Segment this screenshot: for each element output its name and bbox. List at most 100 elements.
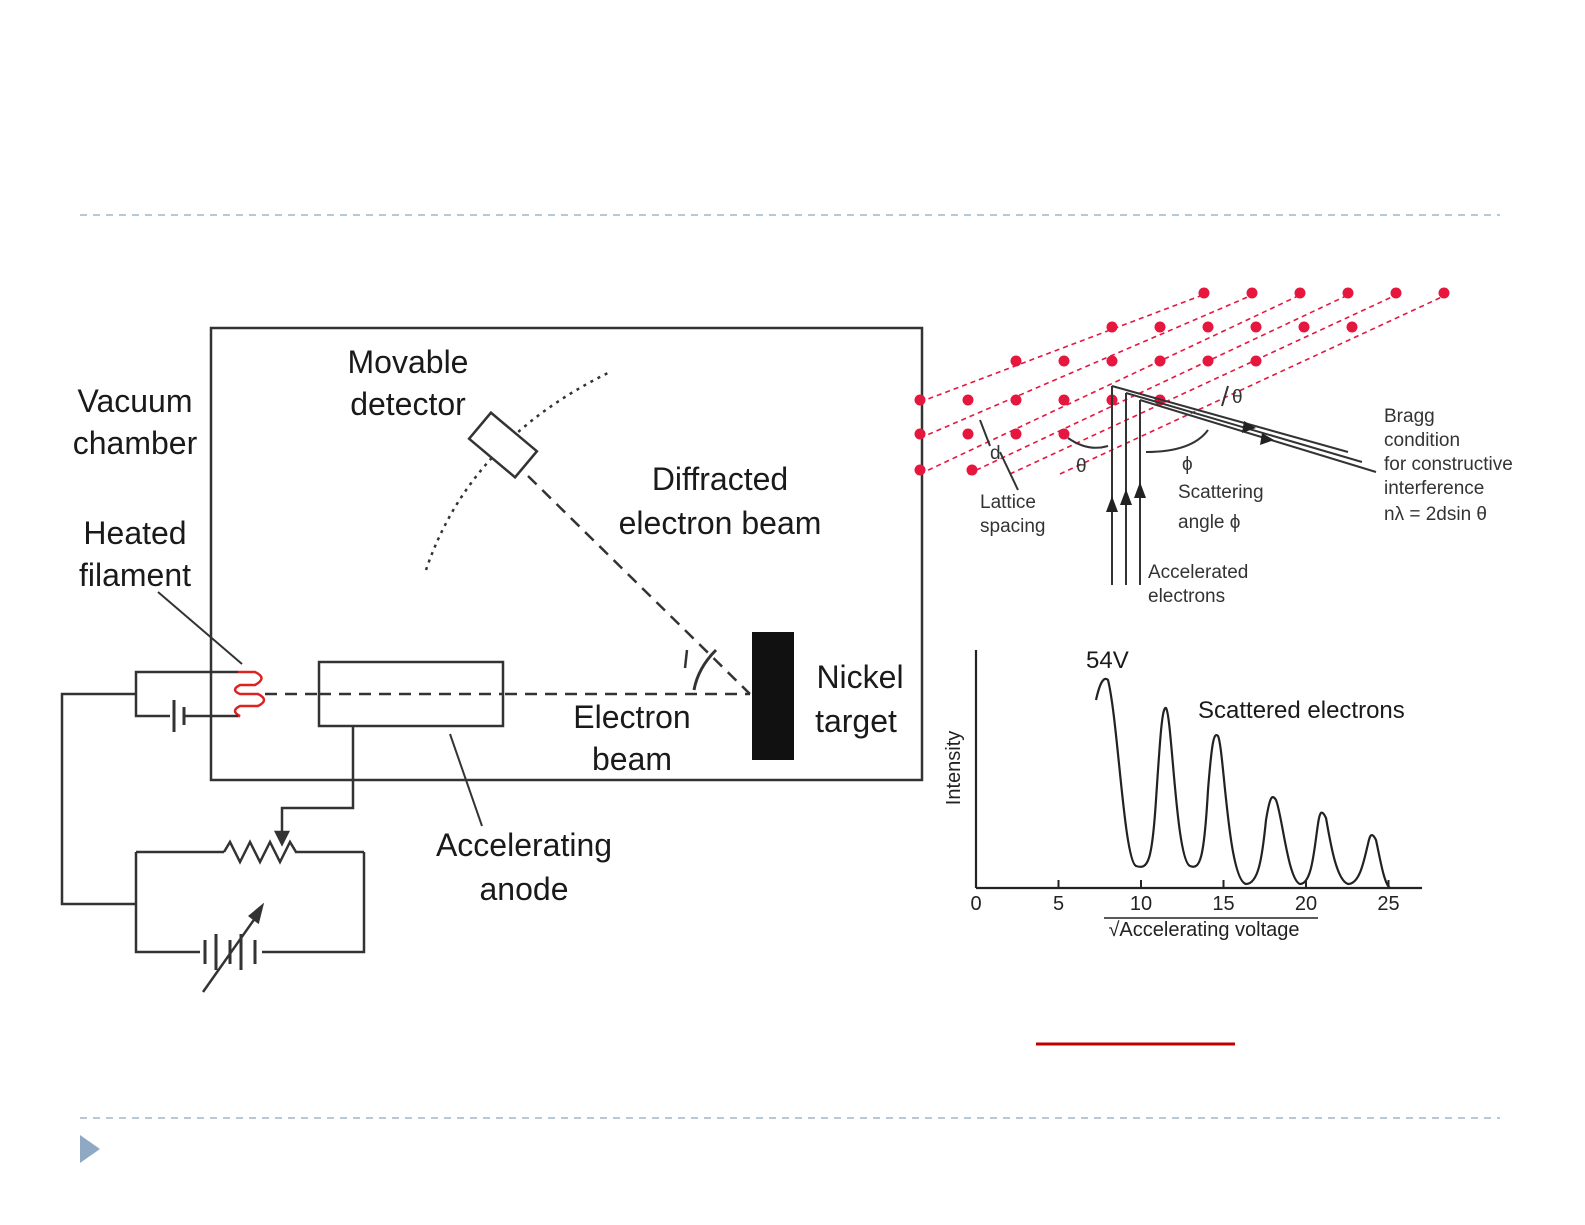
lattice-rows: [919, 295, 1445, 475]
triangle-bullet-icon: [80, 1135, 100, 1163]
lattice-plane-line: [919, 295, 1201, 403]
phi-symbol: ϕ: [1182, 454, 1193, 475]
anode-leader: [449, 733, 483, 827]
peak-label: 54V: [1086, 647, 1129, 674]
lattice-atom: [1250, 355, 1262, 367]
d-symbol: d: [990, 443, 1001, 464]
detector-label-2: detector: [350, 386, 466, 422]
arrowhead-up-1: [1106, 496, 1118, 512]
lattice-atom: [1294, 287, 1306, 299]
x-tick-label: 25: [1377, 893, 1399, 915]
lattice-atom: [1010, 428, 1022, 440]
lattice-atom: [1154, 355, 1166, 367]
lattice-dots: [914, 287, 1450, 476]
intensity-curve: [1094, 677, 1391, 889]
lattice-plane-line: [1059, 295, 1445, 475]
bragg-condition-3: for constructive: [1384, 454, 1513, 475]
lattice-atom: [1010, 394, 1022, 406]
accel-electrons-label-1: Accelerated: [1148, 562, 1248, 583]
lattice-plane-line: [1009, 295, 1395, 475]
lattice-label-1: Lattice: [980, 492, 1036, 513]
electron-beam-label-1: Electron: [573, 699, 690, 735]
bragg-condition-1: Bragg: [1384, 406, 1435, 427]
lattice-atom: [962, 394, 974, 406]
vacuum-chamber-box: [209, 326, 924, 782]
x-tick-label: 20: [1295, 893, 1317, 915]
outer-circuit-wire: [60, 692, 136, 906]
diffracted-beam-line: [527, 475, 751, 695]
lattice-plane-line: [919, 295, 1299, 475]
diffracted-label-2: electron beam: [619, 505, 822, 541]
bragg-condition-2: condition: [1384, 430, 1460, 451]
lattice-atom: [914, 394, 926, 406]
lattice-atom: [1202, 321, 1214, 333]
lattice-atom: [1198, 287, 1210, 299]
lattice-atom: [1346, 321, 1358, 333]
vacuum-chamber-label-2: chamber: [73, 425, 198, 461]
lattice-atom: [914, 464, 926, 476]
lattice-atom: [1106, 355, 1118, 367]
arrowhead-up-3: [1134, 482, 1146, 498]
lattice-atom: [966, 464, 978, 476]
arrowhead-right-1: [1242, 421, 1256, 433]
angle-tick: [683, 649, 689, 669]
lattice-plane-line: [967, 295, 1347, 475]
nickel-target: [752, 632, 794, 760]
lattice-atom: [1390, 287, 1402, 299]
x-axis-label: √Accelerating voltage: [1108, 919, 1299, 941]
lattice-atom: [1298, 321, 1310, 333]
lattice-label-2: spacing: [980, 516, 1046, 537]
lattice-atom: [1154, 321, 1166, 333]
arrowhead-up-2: [1120, 489, 1132, 505]
angle-arc: [692, 648, 718, 691]
lattice-atom: [962, 428, 974, 440]
lattice-atom: [914, 428, 926, 440]
rheostat-arrowhead: [273, 830, 291, 847]
theta-tick-top: [1221, 385, 1229, 407]
filament-label-2: filament: [79, 557, 191, 593]
filament-leader: [157, 591, 243, 665]
apparatus-diagram: [60, 326, 924, 993]
lower-circuit-right: [262, 852, 366, 954]
d-tick: [979, 419, 991, 447]
electron-beam-label-2: beam: [592, 741, 672, 777]
lattice-atom: [1058, 428, 1070, 440]
theta-symbol-left: θ: [1076, 456, 1087, 477]
lattice-atom: [1202, 355, 1214, 367]
phi-arc: [1145, 429, 1209, 453]
vacuum-chamber-label-1: Vacuum: [77, 383, 192, 419]
lower-circuit: [134, 852, 200, 954]
scatter-label-1: Scattering: [1178, 482, 1264, 503]
intensity-plot: [974, 650, 1422, 890]
detector-arc: [424, 370, 611, 571]
anode-label-1: Accelerating: [436, 827, 612, 863]
lattice-atom: [1246, 287, 1258, 299]
nickel-target-label-2: target: [815, 703, 897, 739]
accel-electrons-label-2: electrons: [1148, 586, 1225, 607]
lattice-atom: [1010, 355, 1022, 367]
reflected-ray-1: [1111, 385, 1349, 453]
bragg-condition-4: interference: [1384, 478, 1484, 499]
lattice-atom: [1250, 321, 1262, 333]
filament-circuit: [134, 670, 238, 718]
x-tick-label: 15: [1212, 893, 1234, 915]
lattice-atom: [1438, 287, 1450, 299]
lattice-atom: [1058, 355, 1070, 367]
anode-lead: [280, 726, 355, 836]
lattice-atom: [1106, 321, 1118, 333]
lattice-plane-line: [919, 295, 1251, 439]
theta-symbol-top: θ: [1232, 387, 1243, 408]
detector-label-1: Movable: [348, 344, 469, 380]
anode-label-2: anode: [480, 871, 569, 907]
diffracted-label-1: Diffracted: [652, 461, 788, 497]
x-tick-label: 10: [1130, 893, 1152, 915]
variable-arrowhead: [247, 902, 265, 925]
scatter-label-2: angle ϕ: [1178, 512, 1240, 533]
heated-filament-coil: [233, 670, 266, 718]
nickel-target-label-1: Nickel: [816, 659, 903, 695]
rheostat-resistor: [222, 839, 364, 865]
movable-detector: [467, 410, 539, 480]
d-arrow: [999, 451, 1019, 491]
